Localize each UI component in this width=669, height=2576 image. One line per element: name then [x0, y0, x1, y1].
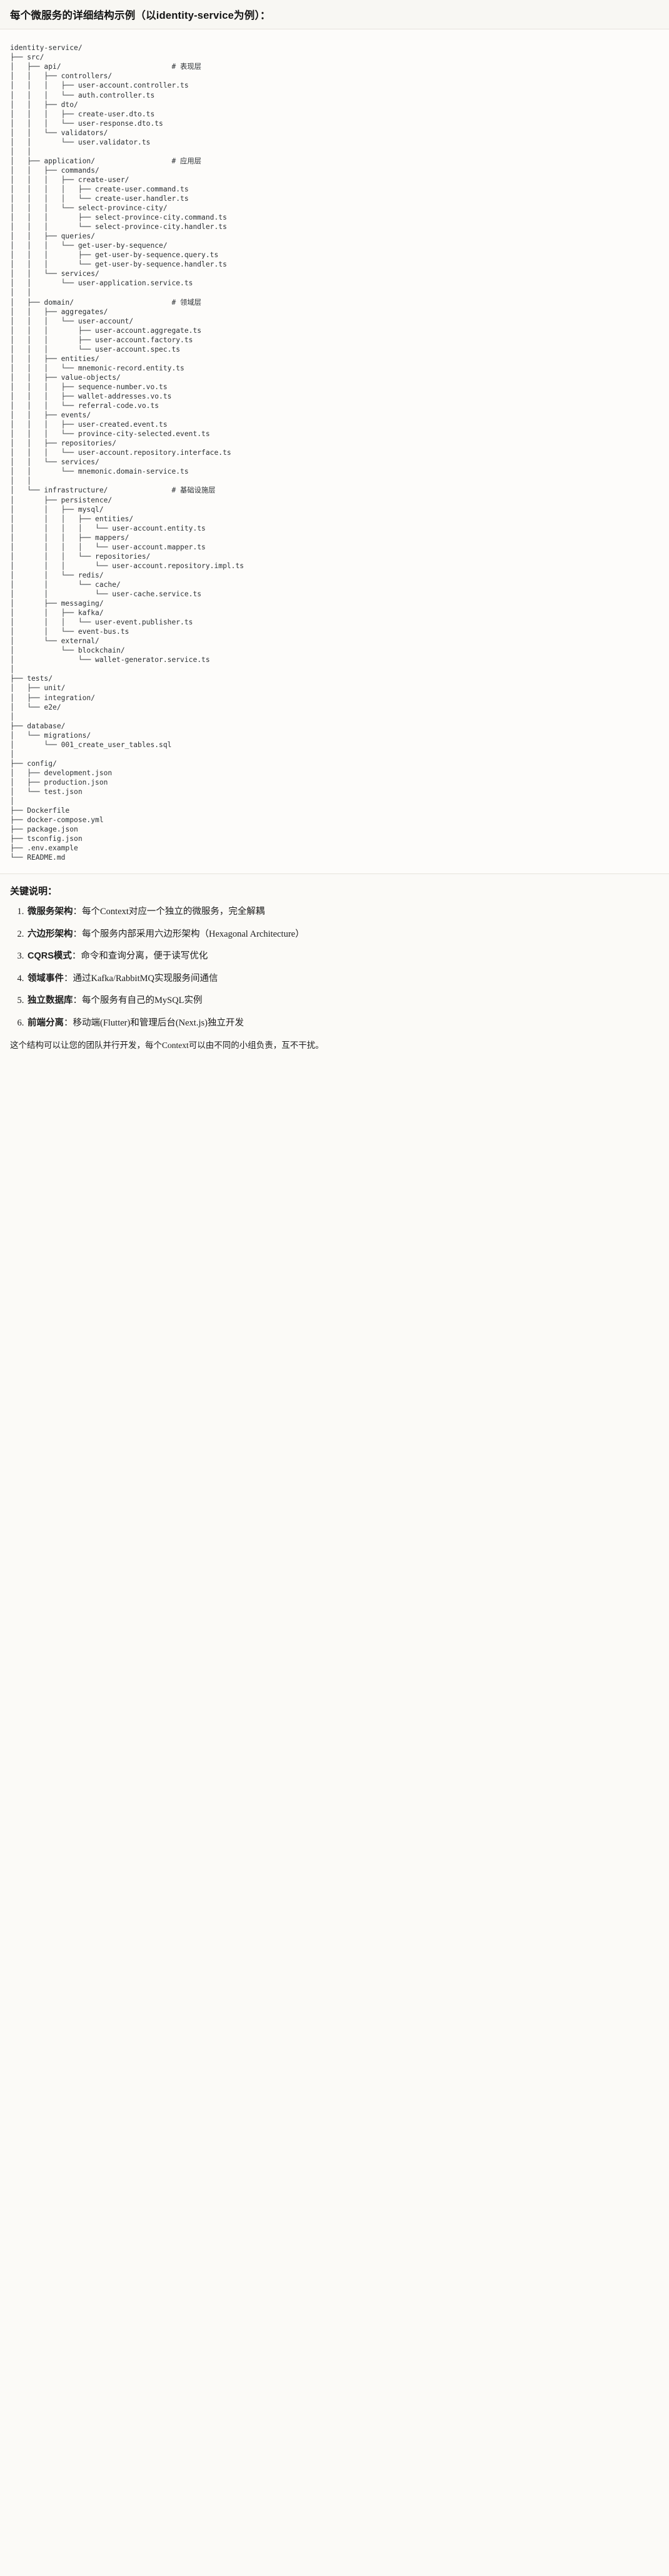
list-item: 微服务架构：每个Context对应一个独立的微服务，完全解耦 [26, 905, 659, 919]
note-term: CQRS模式 [28, 951, 72, 962]
note-separator: ： [73, 907, 83, 917]
key-notes-block: 关键说明： 微服务架构：每个Context对应一个独立的微服务，完全解耦 六边形… [0, 874, 669, 1059]
closing-paragraph: 这个结构可以让您的团队并行开发，每个Context可以由不同的小组负责，互不干扰… [10, 1041, 324, 1051]
list-item: 六边形架构：每个服务内部采用六边形架构（Hexagonal Architectu… [26, 927, 659, 941]
title-block: 每个微服务的详细结构示例（以identity-service为例）： [0, 0, 669, 30]
list-item: CQRS模式：命令和查询分离，便于读写优化 [26, 949, 659, 963]
directory-tree-block: identity-service/ ├── src/ │ ├── api/ # … [0, 29, 669, 875]
page-title: 每个微服务的详细结构示例（以identity-service为例）： [10, 10, 271, 21]
note-term: 前端分离 [28, 1017, 64, 1028]
list-item: 领域事件：通过Kafka/RabbitMQ实现服务间通信 [26, 972, 659, 985]
note-description: 命令和查询分离，便于读写优化 [81, 951, 208, 962]
key-notes-list: 微服务架构：每个Context对应一个独立的微服务，完全解耦 六边形架构：每个服… [10, 905, 659, 1030]
note-term: 六边形架构 [28, 929, 73, 939]
note-term: 独立数据库 [28, 995, 73, 1006]
key-notes-heading: 关键说明： [10, 886, 58, 897]
directory-tree-code: identity-service/ ├── src/ │ ├── api/ # … [10, 44, 244, 862]
note-description: 通过Kafka/RabbitMQ实现服务间通信 [73, 973, 218, 984]
note-separator: ： [73, 995, 83, 1006]
note-description: 每个Context对应一个独立的微服务，完全解耦 [82, 907, 265, 917]
note-separator: ： [71, 951, 81, 962]
note-separator: ： [73, 929, 83, 939]
note-term: 领域事件 [28, 973, 64, 984]
note-description: 移动端(Flutter)和管理后台(Next.js)独立开发 [73, 1017, 244, 1028]
note-separator: ： [64, 973, 73, 984]
note-description: 每个服务有自己的MySQL实例 [82, 995, 203, 1006]
list-item: 前端分离：移动端(Flutter)和管理后台(Next.js)独立开发 [26, 1016, 659, 1030]
document-page: 每个微服务的详细结构示例（以identity-service为例）： ident… [0, 0, 669, 1059]
note-description: 每个服务内部采用六边形架构（Hexagonal Architecture） [82, 929, 304, 939]
list-item: 独立数据库：每个服务有自己的MySQL实例 [26, 994, 659, 1007]
note-separator: ： [64, 1017, 73, 1028]
note-term: 微服务架构 [28, 907, 73, 917]
